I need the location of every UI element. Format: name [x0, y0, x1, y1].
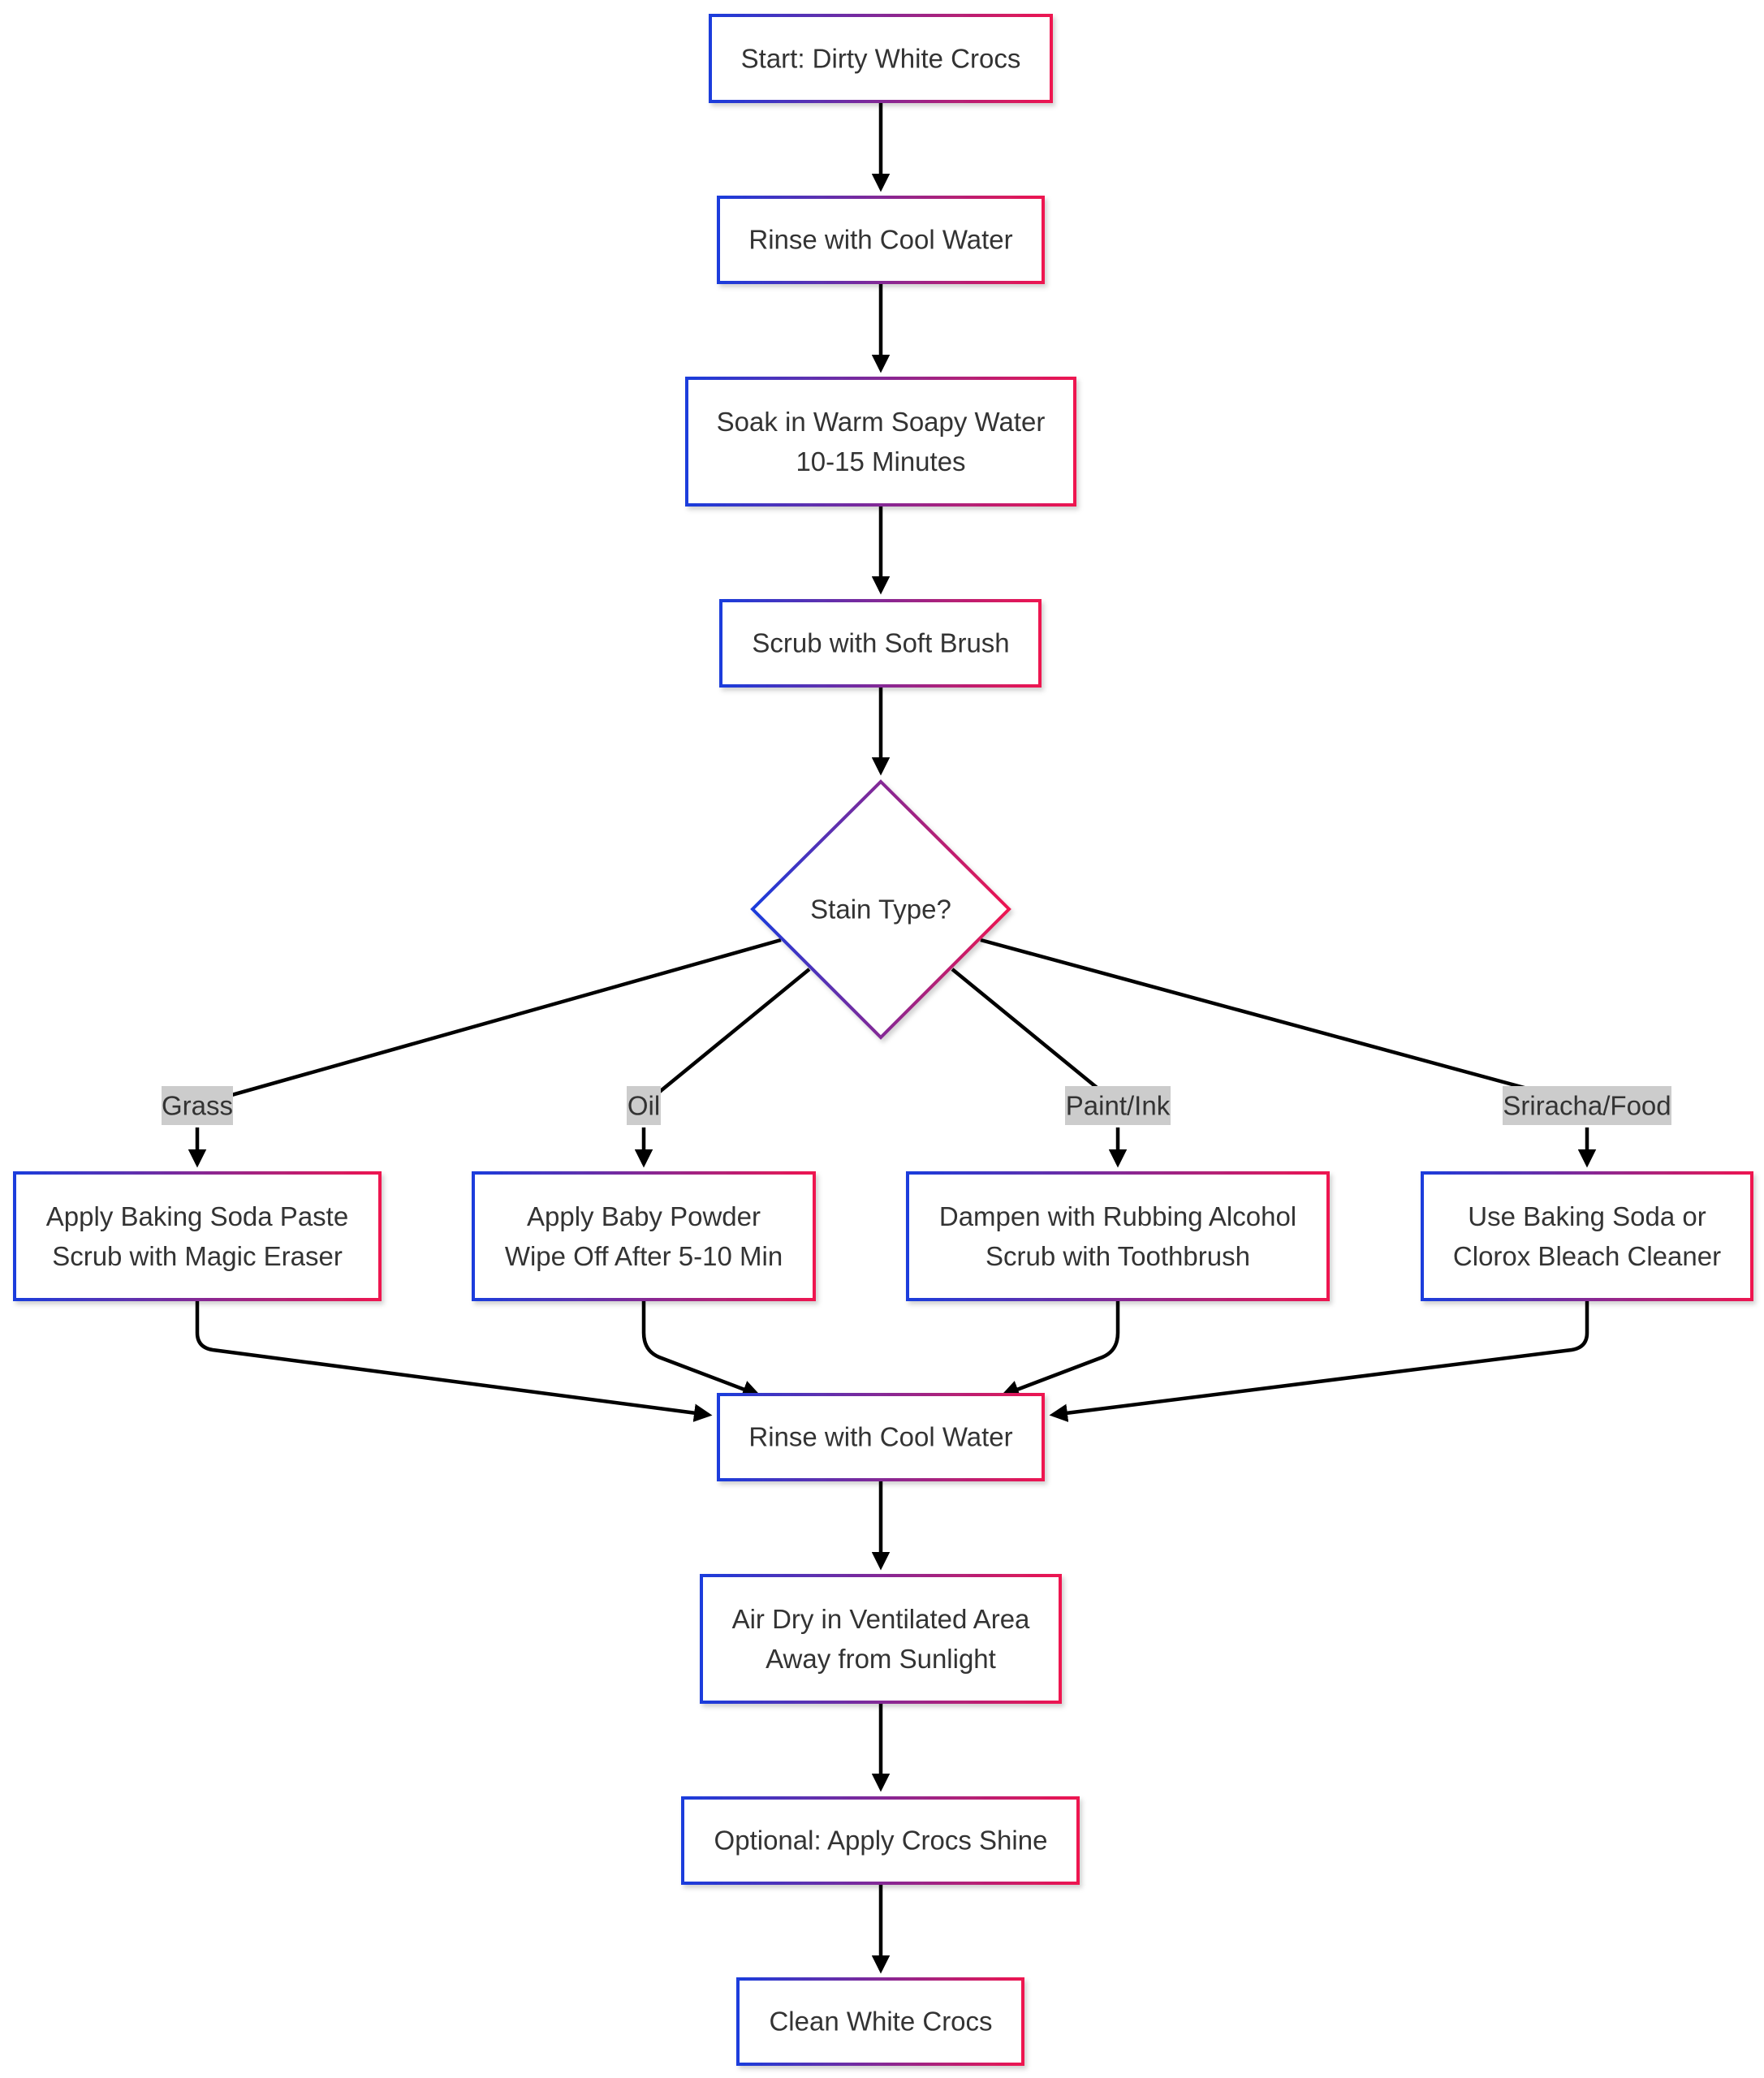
edge-decision-to-paint-label [951, 968, 1119, 1106]
node-scrub-label: Scrub with Soft Brush [752, 628, 1009, 658]
node-start-label: Start: Dirty White Crocs [741, 44, 1021, 74]
node-label-line: Clean White Crocs [769, 2007, 992, 2037]
edge-labels: Grass Oil Paint/Ink Sriracha/Food [162, 1086, 1671, 1125]
node-label-line: Use Baking Soda or [1468, 1201, 1706, 1231]
edge-label-grass-text: Grass [162, 1091, 233, 1121]
node-soak-label: Soak in Warm Soapy Water 10-15 Minutes [717, 407, 1046, 476]
edge-oil-to-rinse2 [641, 1300, 761, 1399]
node-label-line: Scrub with Toothbrush [986, 1241, 1250, 1271]
node-start[interactable]: Start: Dirty White Crocs [709, 14, 1053, 103]
edge-label-food-text: Sriracha/Food [1503, 1091, 1671, 1121]
node-soak[interactable]: Soak in Warm Soapy Water 10-15 Minutes [685, 377, 1076, 507]
node-scrub[interactable]: Scrub with Soft Brush [719, 599, 1042, 688]
node-label-line: Rinse with Cool Water [748, 225, 1012, 255]
node-label-line: Start: Dirty White Crocs [741, 44, 1021, 74]
node-end-label: Clean White Crocs [769, 2007, 992, 2037]
node-label-line: Wipe Off After 5-10 Min [505, 1241, 783, 1271]
node-label-line: Rinse with Cool Water [748, 1422, 1012, 1452]
node-label-line: Apply Baby Powder [527, 1201, 761, 1231]
node-label-line: Scrub with Magic Eraser [52, 1241, 343, 1271]
node-label-line: 10-15 Minutes [796, 446, 965, 476]
node-shine[interactable]: Optional: Apply Crocs Shine [681, 1796, 1080, 1885]
edge-label-oil-text: Oil [628, 1091, 660, 1121]
edges [188, 102, 1597, 1974]
node-label-line: Optional: Apply Crocs Shine [714, 1826, 1048, 1856]
edge-decision-to-oil-label [642, 968, 811, 1106]
edge-food-to-rinse2 [1049, 1300, 1589, 1422]
edge-grass-to-rinse2 [195, 1300, 713, 1422]
edge-label-paint-text: Paint/Ink [1066, 1091, 1171, 1121]
edge-label-grass: Grass [162, 1086, 233, 1125]
edge-decision-to-food-label [980, 938, 1588, 1107]
edge-label-paint: Paint/Ink [1065, 1086, 1171, 1125]
node-decision-label: Stain Type? [810, 895, 951, 925]
node-label-line: Stain Type? [810, 895, 951, 925]
nodes: Start: Dirty White Crocs Rinse with Cool… [13, 14, 1753, 2066]
edge-label-food: Sriracha/Food [1503, 1086, 1671, 1125]
node-label-line: Apply Baking Soda Paste [46, 1201, 348, 1231]
edge-label-oil: Oil [627, 1086, 661, 1125]
node-rinse-2[interactable]: Rinse with Cool Water [717, 1393, 1045, 1481]
node-end[interactable]: Clean White Crocs [736, 1977, 1024, 2066]
node-label-line: Scrub with Soft Brush [752, 628, 1009, 658]
node-label-line: Away from Sunlight [766, 1644, 996, 1674]
node-rinse-1-label: Rinse with Cool Water [748, 225, 1012, 255]
node-food-label: Use Baking Soda or Clorox Bleach Cleaner [1453, 1201, 1721, 1271]
edge-decision-to-grass-label [196, 938, 782, 1107]
node-shine-label: Optional: Apply Crocs Shine [714, 1826, 1048, 1856]
node-decision[interactable]: Stain Type? [750, 779, 1011, 1040]
node-label-line: Clorox Bleach Cleaner [1453, 1241, 1721, 1271]
node-label-line: Soak in Warm Soapy Water [717, 407, 1046, 437]
edge-paint-to-rinse2 [1000, 1300, 1120, 1399]
node-label-line: Air Dry in Ventilated Area [732, 1604, 1030, 1634]
node-rinse-2-label: Rinse with Cool Water [748, 1422, 1012, 1452]
node-food[interactable]: Use Baking Soda or Clorox Bleach Cleaner [1421, 1171, 1753, 1301]
node-label-line: Dampen with Rubbing Alcohol [939, 1201, 1296, 1231]
node-rinse-1[interactable]: Rinse with Cool Water [717, 196, 1045, 284]
